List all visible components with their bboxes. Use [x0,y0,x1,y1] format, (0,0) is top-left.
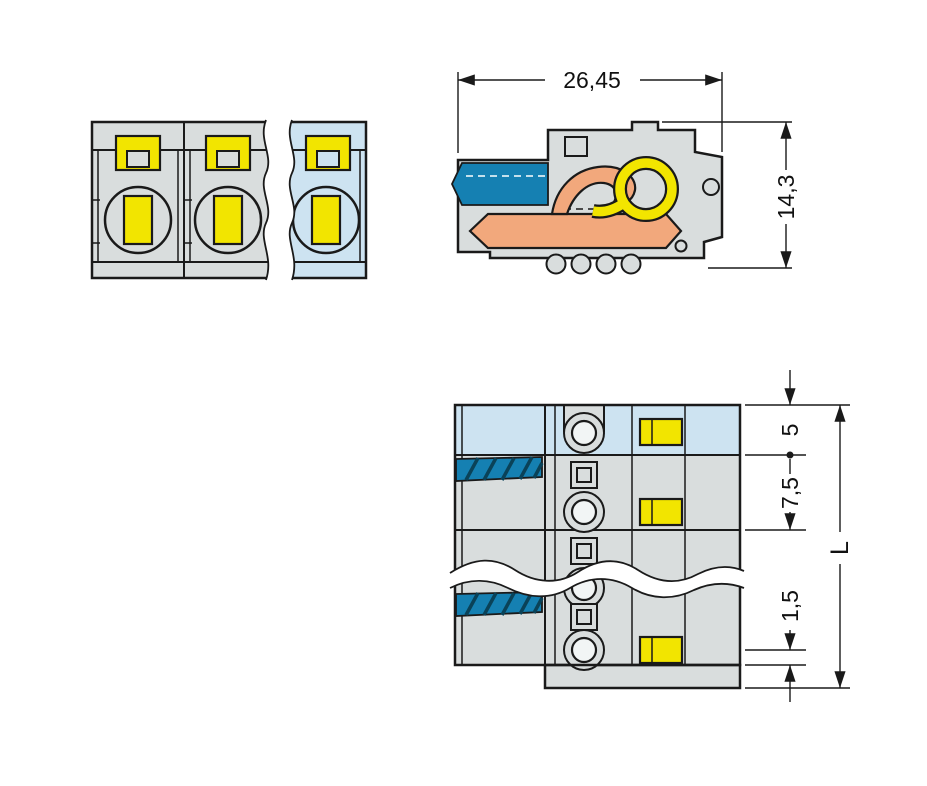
wire-entry-marking [455,456,544,482]
latch-pin-circle [702,178,720,196]
plan-housing-outline [453,403,742,667]
dim-end-offset: 1,5 [777,590,803,702]
dim-height: 14,3 [662,121,799,269]
pole-front-1 [103,134,173,255]
test-port-square [564,136,588,157]
screwdriver-slot [310,194,342,246]
front-break-line [262,119,296,281]
screwdriver-slot [212,194,244,246]
dim-height-label: 14,3 [773,175,799,220]
dim-width-label: 26,45 [563,67,621,93]
bottom-vent-circles [545,253,642,275]
dim-pitch: 7,5 [777,459,803,530]
dim-dot [786,451,794,459]
pole-row-2 [455,456,684,533]
dim-edge-label: 5 [777,424,803,437]
test-port-square [570,537,598,565]
conductor-wire-loop [591,156,679,222]
test-port-square [570,461,598,489]
side-view: 26,45 14,3 [451,67,799,275]
pole-front-last [291,134,361,255]
dim-width: 26,45 [457,67,723,153]
test-port-square [570,603,598,631]
cage-clamp-contact [451,162,549,206]
dim-length-label: L [826,541,854,555]
wire-clamp-opening [638,635,684,665]
screw-opening-inner [570,498,598,526]
front-view [90,119,368,281]
plan-view: 5 7,5 1,5 L [449,370,854,702]
clamp-opening-slot [216,150,240,168]
dim-pitch-label: 7,5 [777,477,803,509]
screwdriver-slot [122,194,154,246]
dim-offset-label: 1,5 [777,590,803,622]
screw-opening-inner [570,419,598,447]
dim-total-length: L [826,405,854,688]
plan-housing-lines [455,405,740,665]
pole-front-2 [193,134,263,255]
busbar [468,212,683,250]
pole-row-1 [563,404,684,454]
clamp-opening-slot [316,150,340,168]
dim-extension-lines [745,404,850,689]
clamp-opening-slot [126,150,150,168]
pivot-circle [674,239,688,253]
wire-clamp-opening [638,417,684,447]
dim-edge-to-pole: 5 [777,370,803,459]
screw-opening-inner [570,636,598,664]
pole-row-last [455,591,684,671]
wire-clamp-opening [638,497,684,527]
plan-break-line [449,559,745,599]
